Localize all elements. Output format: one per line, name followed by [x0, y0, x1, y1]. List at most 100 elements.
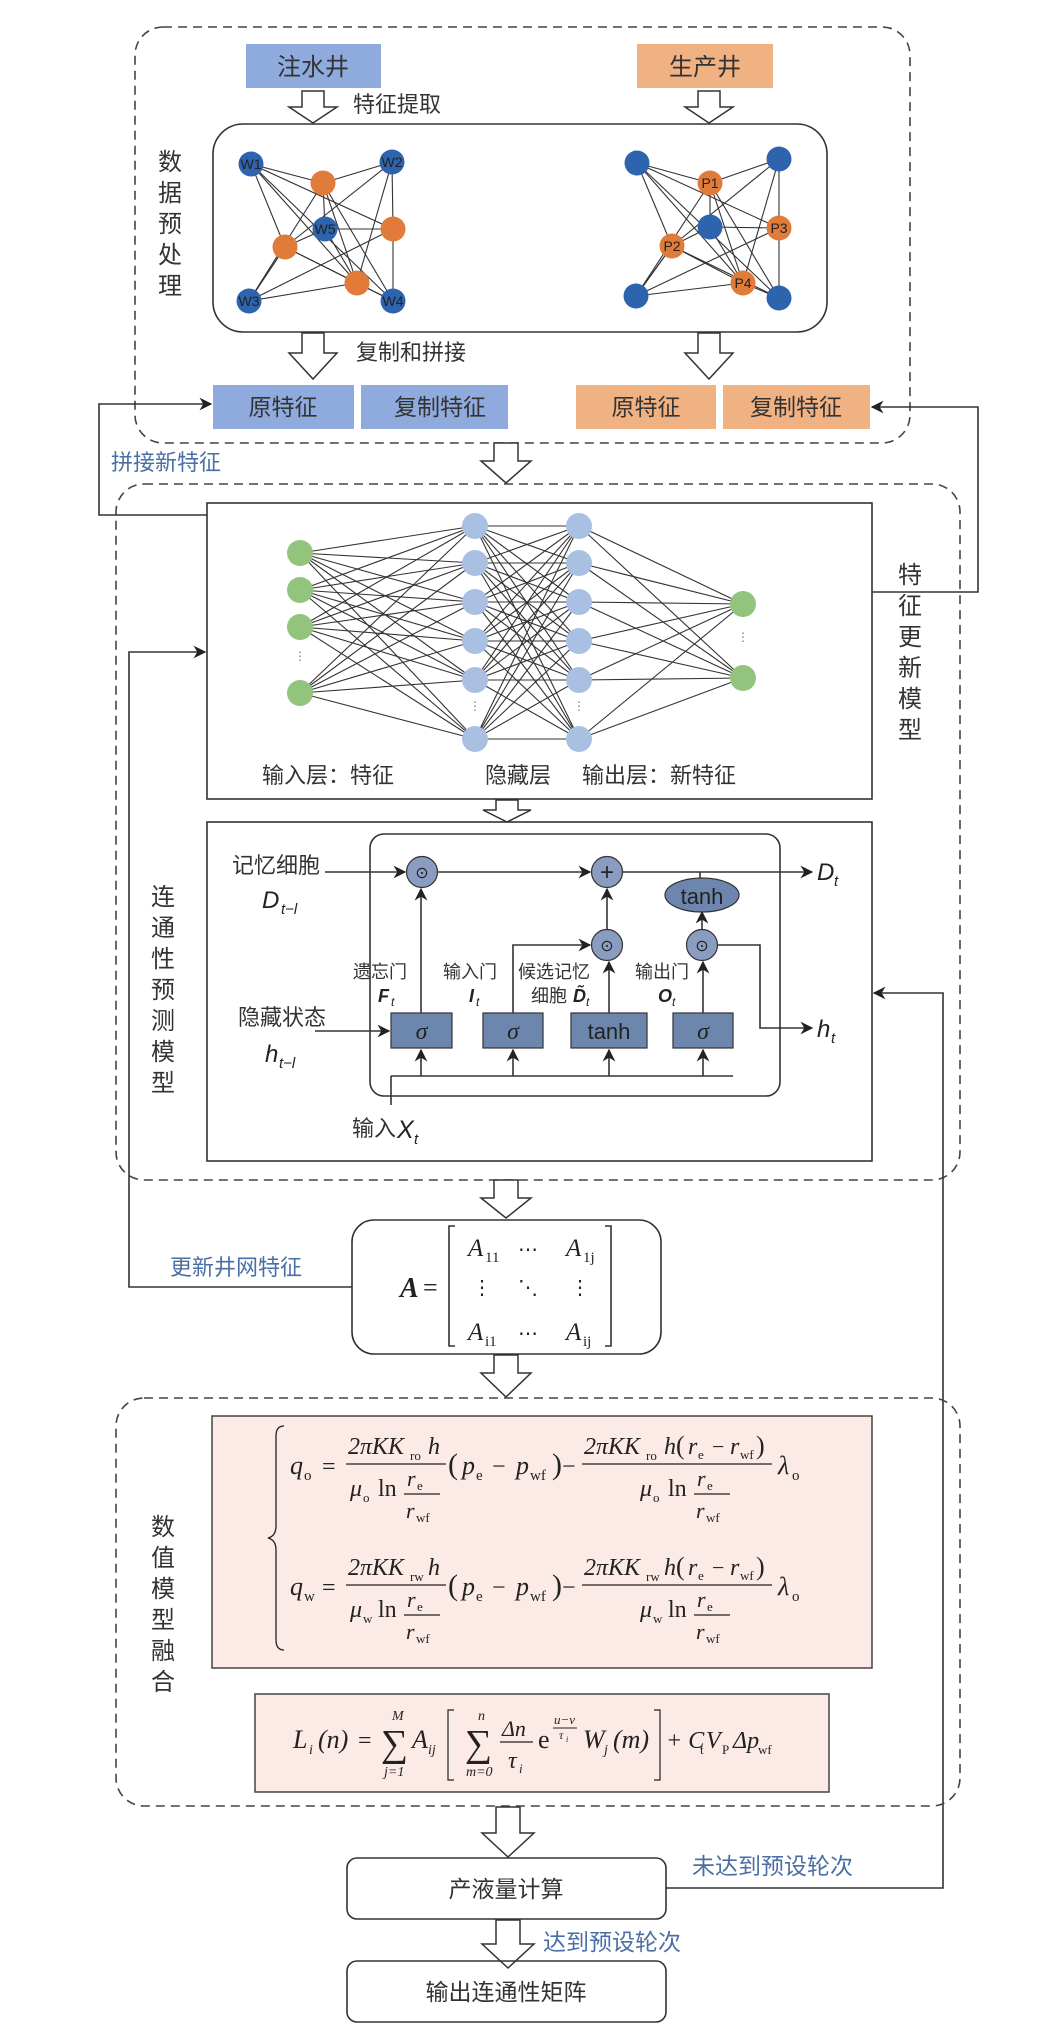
well-node-label: W3 [239, 293, 260, 309]
dp: Δp [732, 1728, 759, 1754]
mu: μ [349, 1476, 362, 1502]
producer-box[interactable] [637, 44, 773, 88]
numerator: 2πKK [584, 1434, 642, 1460]
well-node[interactable] [766, 285, 792, 311]
r-e-subscript: e [707, 1478, 713, 1493]
r-wf-subscript: wf [706, 1510, 720, 1525]
bracket-right [654, 1709, 661, 1781]
well-node-label: P2 [663, 238, 680, 254]
minus: − [712, 1555, 724, 1580]
lambda-subscript: o [792, 1589, 800, 1605]
inner-sum-lower: m=0 [466, 1765, 493, 1780]
liquid-calc-box[interactable] [346, 1857, 667, 1920]
equals: = [322, 1575, 336, 1601]
preprocess-dashed-frame [134, 26, 911, 444]
well-node-w1[interactable] [238, 151, 264, 177]
sum-upper: M [391, 1709, 405, 1724]
output-neuron [730, 591, 756, 617]
r-e: r [688, 1434, 698, 1460]
r-wf-subscript: wf [416, 1631, 430, 1646]
output-matrix-box[interactable] [346, 1960, 667, 2023]
feature-update-label-char: 特 [898, 561, 922, 589]
numerator-tail: h [428, 1434, 440, 1460]
tanh-activation [664, 877, 740, 913]
nn-edge [299, 525, 476, 694]
equals: = [322, 1454, 336, 1480]
well-node[interactable] [380, 216, 406, 242]
output-matrix-label: 输出连通性矩阵 [426, 1980, 587, 2006]
input-symbol: I [469, 986, 475, 1006]
r-e: r [688, 1555, 698, 1581]
sum-icon: ∑ [465, 1723, 492, 1765]
hidden-out-subscript: t [831, 1030, 836, 1047]
graph-edge [284, 161, 393, 248]
prod-orig-feature-box[interactable] [576, 385, 716, 429]
inj-copy-feature-box[interactable] [361, 385, 508, 429]
hidden-neuron [462, 513, 488, 539]
minus: − [712, 1434, 724, 1459]
matrix-cell-subscript: ij [583, 1334, 591, 1350]
p-e-subscript: e [476, 1468, 483, 1484]
nn-edge [578, 640, 744, 679]
connectivity-matrix-box [351, 1219, 662, 1355]
well-node-w3[interactable] [236, 288, 262, 314]
hidden-layer-label: 隐藏层 [485, 764, 551, 789]
well-node[interactable] [310, 170, 336, 196]
injector-box[interactable] [246, 44, 381, 88]
iteration-connector [666, 986, 944, 1889]
forget-gate-text: 遗忘门 [353, 962, 407, 983]
nn-edge [474, 601, 580, 681]
well-node[interactable] [766, 146, 792, 172]
well-node-p3[interactable] [766, 215, 792, 241]
fusion-label-char: 数 [151, 1513, 175, 1541]
r-e-subscript: e [698, 1447, 704, 1462]
well-node[interactable] [344, 270, 370, 296]
well-node[interactable] [624, 150, 650, 176]
inj-orig-feature-box[interactable] [213, 385, 354, 429]
well-node-p4[interactable] [730, 270, 756, 296]
ellipsis-icon: ⋮ [294, 649, 306, 663]
ellipsis-icon: ⋮ [573, 699, 585, 713]
hidden-neuron [566, 589, 592, 615]
inj-orig-feature-label: 原特征 [249, 395, 318, 421]
well-node-p1[interactable] [697, 170, 723, 196]
extract-arrow-right [682, 90, 736, 124]
minus: − [562, 1575, 576, 1601]
input-neuron [287, 577, 313, 603]
well-node-w2[interactable] [379, 149, 405, 175]
well-node[interactable] [623, 283, 649, 309]
p-e: p [460, 1451, 475, 1480]
lstm-label-char: 模 [151, 1038, 175, 1066]
nn-edge [299, 525, 476, 628]
nn-edge [474, 640, 580, 740]
candidate-text-1: 候选记忆 [518, 962, 590, 983]
well-node-label: P1 [701, 175, 718, 191]
add-icon [590, 855, 624, 889]
prod-copy-feature-box[interactable] [723, 385, 870, 429]
graph-edge [284, 246, 358, 284]
hidden-out-symbol: h [817, 1016, 830, 1043]
copy-arrow-right [683, 332, 735, 381]
well-node-w5[interactable] [312, 216, 338, 242]
sum-icon: ∑ [381, 1723, 408, 1765]
matrix-cell: ⋮ [570, 1277, 590, 1299]
r-wf: r [406, 1619, 415, 1644]
tau-subscript: i [519, 1761, 523, 1776]
nn-edge [474, 562, 580, 681]
well-node[interactable] [272, 234, 298, 260]
hidden-neuron [462, 628, 488, 654]
well-node-p2[interactable] [659, 233, 685, 259]
nn-edge [299, 601, 476, 694]
brace [267, 1425, 285, 1651]
hidden-neuron [566, 513, 592, 539]
model-dashed-frame [115, 483, 961, 1181]
well-node-w4[interactable] [380, 288, 406, 314]
not-reached-label: 未达到预设轮次 [692, 1854, 853, 1880]
ln: ln [668, 1476, 687, 1502]
well-node[interactable] [697, 214, 723, 240]
input-layer-label: 输入层：特征 [262, 764, 394, 789]
graph-edge [671, 245, 744, 284]
memory-prev-symbol: D [262, 887, 279, 914]
